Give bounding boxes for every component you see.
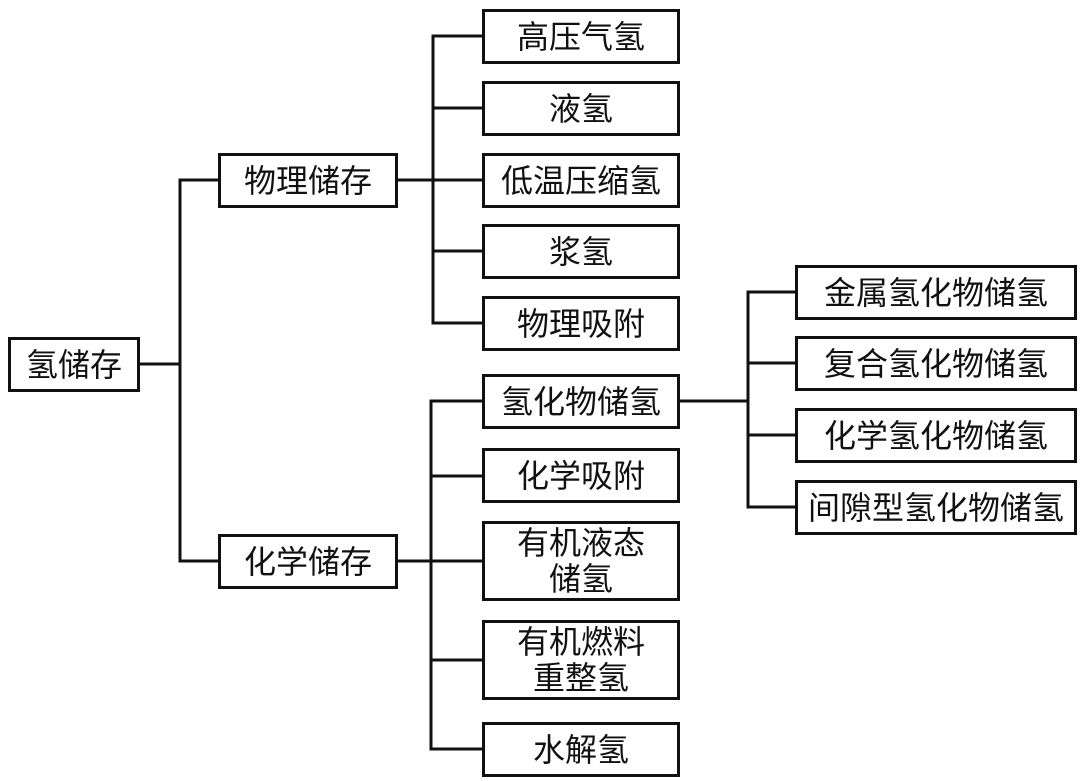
physical-child-node: 液氢 [482,81,680,136]
chemical-child-node: 水解氢 [482,722,680,777]
hydride-child-node: 金属氢化物储氢 [795,265,1077,320]
hydride-child-node: 复合氢化物储氢 [795,336,1077,391]
chemical-child-node: 有机燃料 重整氢 [482,620,680,700]
chemical-child-node: 有机液态 储氢 [482,521,680,601]
chemical-child-node: 氢化物储氢 [482,374,680,429]
chemical-child-node: 化学吸附 [482,448,680,503]
physical-child-node: 浆氢 [482,224,680,279]
hydride-child-node: 化学氢化物储氢 [795,408,1077,463]
physical-storage-node: 物理储存 [218,153,398,208]
chemical-storage-node: 化学储存 [218,534,398,589]
root-node: 氢储存 [8,337,140,392]
physical-child-node: 物理吸附 [482,296,680,351]
physical-child-node: 高压气氢 [482,9,680,64]
hydride-child-node: 间隙型氢化物储氢 [795,480,1077,535]
physical-child-node: 低温压缩氢 [482,153,680,208]
